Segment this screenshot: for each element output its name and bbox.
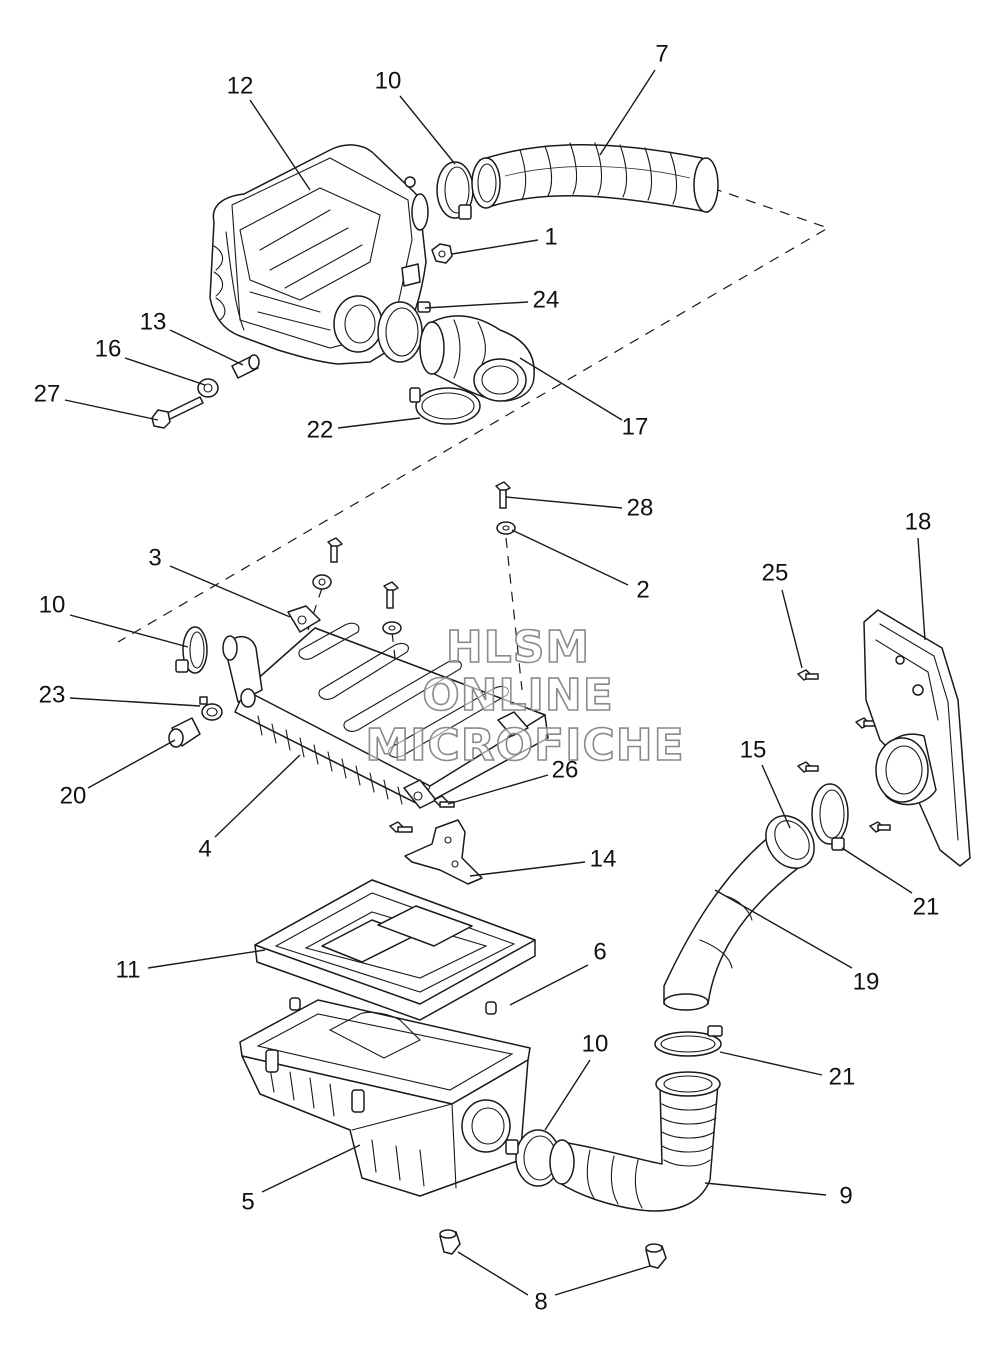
watermark-line1: HLSM bbox=[446, 622, 590, 673]
callout: 19 bbox=[853, 968, 880, 995]
part-18-air-duct bbox=[863, 609, 971, 867]
part-14-bracket bbox=[404, 819, 483, 885]
callout: 1 bbox=[544, 223, 557, 250]
part-1-nut bbox=[431, 243, 453, 264]
part-2-washer bbox=[496, 521, 516, 535]
callout: 27 bbox=[34, 380, 61, 407]
watermark: HLSM ONLINE MICROFICHE bbox=[365, 621, 685, 772]
callout: 12 bbox=[227, 72, 254, 99]
part-8-grommets bbox=[439, 1229, 667, 1269]
part-13-sleeve bbox=[231, 354, 260, 379]
watermark-line2: ONLINE bbox=[422, 670, 614, 721]
part-12-air-box-cover bbox=[209, 144, 429, 365]
leader-lines bbox=[64, 69, 926, 1296]
watermark-line3: MICROFICHE bbox=[365, 720, 684, 771]
part-10-hose-clamp-upper bbox=[436, 161, 474, 220]
part-17-elbow-hose bbox=[419, 315, 535, 402]
callouts: 12 10 7 1 24 13 16 27 22 17 28 3 2 18 25… bbox=[34, 40, 940, 1315]
part-15-tube-end bbox=[765, 815, 815, 869]
callout: 22 bbox=[307, 416, 334, 443]
callout: 2 bbox=[636, 576, 649, 603]
part-21-clamp-upper bbox=[811, 783, 849, 851]
callout: 4 bbox=[198, 835, 211, 862]
part-27-bolt bbox=[151, 396, 204, 429]
part-23-small-clamp bbox=[199, 696, 223, 721]
part-5-lower-air-box bbox=[239, 997, 531, 1197]
callout: 13 bbox=[140, 308, 167, 335]
part-22-clamp bbox=[409, 387, 481, 425]
part-26-screws bbox=[389, 795, 455, 833]
part-3-air-cleaner-cover bbox=[222, 605, 549, 809]
callout: 10 bbox=[375, 67, 402, 94]
part-7-intake-hose bbox=[471, 142, 719, 213]
cover-bolts bbox=[312, 537, 402, 635]
callout: 16 bbox=[95, 335, 122, 362]
callout: 14 bbox=[590, 845, 617, 872]
callout: 25 bbox=[762, 559, 789, 586]
part-20-cap bbox=[168, 717, 201, 748]
part-19-tube bbox=[663, 835, 807, 1011]
callout: 21 bbox=[913, 893, 940, 920]
part-9-bellows-hose bbox=[549, 1071, 721, 1212]
callout: 28 bbox=[627, 494, 654, 521]
part-10-hose-clamp-middle bbox=[175, 626, 208, 674]
callout: 21 bbox=[829, 1063, 856, 1090]
callout: 15 bbox=[740, 736, 767, 763]
part-21-clamp-lower bbox=[654, 1025, 723, 1057]
callout: 18 bbox=[905, 508, 932, 535]
callout: 10 bbox=[582, 1030, 609, 1057]
callout: 11 bbox=[116, 956, 141, 983]
callout: 3 bbox=[148, 544, 161, 571]
part-28-bolt bbox=[495, 481, 511, 509]
callout: 7 bbox=[655, 40, 668, 67]
callout: 24 bbox=[533, 286, 560, 313]
part-11-air-filter bbox=[254, 879, 536, 1021]
callout: 20 bbox=[60, 782, 87, 809]
part-25-screws bbox=[797, 669, 891, 833]
callout: 17 bbox=[622, 413, 649, 440]
part-16-washer bbox=[197, 378, 219, 398]
callout: 10 bbox=[39, 591, 66, 618]
callout: 26 bbox=[552, 756, 579, 783]
part-24-clamp-ring bbox=[377, 301, 431, 363]
callout: 8 bbox=[534, 1288, 547, 1315]
callout: 23 bbox=[39, 681, 66, 708]
callout: 6 bbox=[593, 938, 606, 965]
callout: 9 bbox=[839, 1182, 852, 1209]
callout: 5 bbox=[241, 1188, 254, 1215]
